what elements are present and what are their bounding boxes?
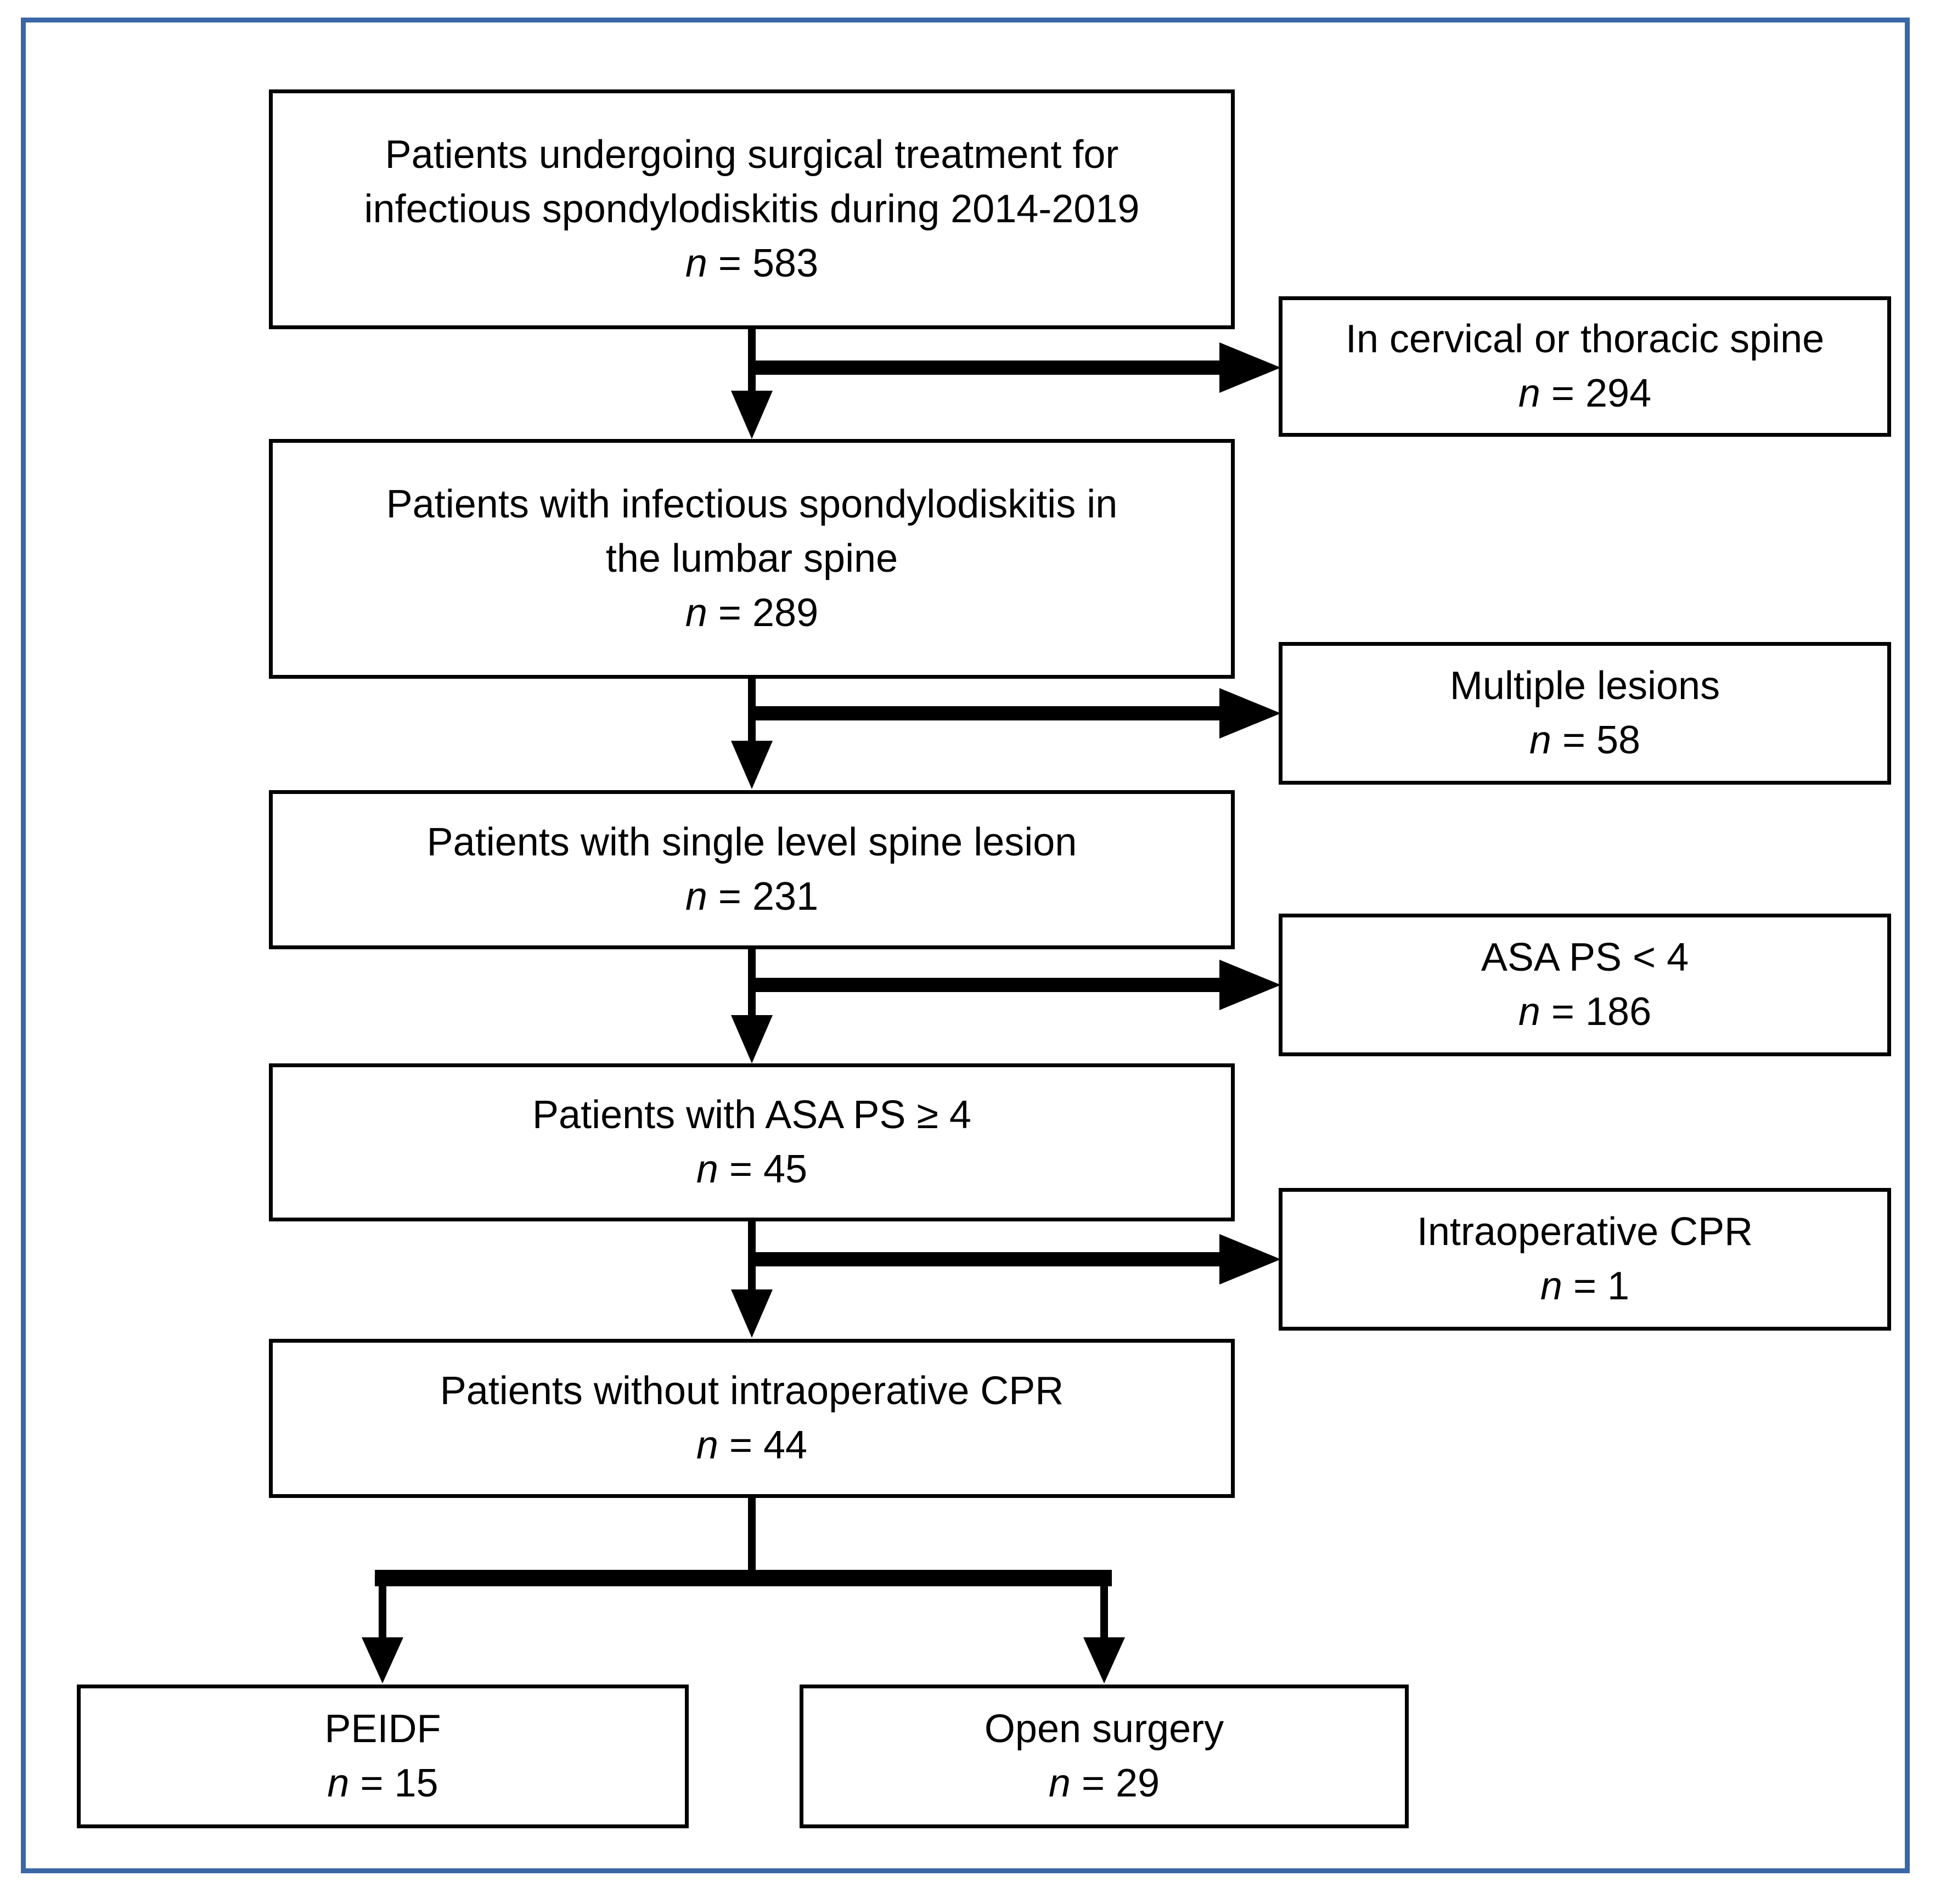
box-count: n = 294 [1518, 371, 1652, 415]
box-label: ASA PS < 4 [1481, 936, 1689, 980]
box-outcome-peidf: PEIDF n = 15 [77, 1685, 689, 1828]
box-label: Patients with infectious spondylodiskiti… [386, 482, 1118, 527]
box-label: Multiple lesions [1449, 664, 1720, 708]
arrow-box3-to-box4 [731, 948, 773, 1063]
box-label: Patients with single level spine lesion [426, 820, 1077, 865]
figure-border [21, 18, 1910, 1873]
arrow-box3-to-exclusion-asa-lt4 [748, 960, 1281, 1010]
box-count: n = 289 [685, 590, 819, 635]
box-count: n = 29 [1048, 1761, 1160, 1805]
box-count: n = 58 [1529, 718, 1641, 762]
box-single-level-lesion: Patients with single level spine lesion … [269, 790, 1235, 949]
box-count: n = 231 [685, 875, 819, 919]
box-count: n = 15 [327, 1761, 438, 1805]
arrow-box2-to-exclusion-multiple-lesions [748, 688, 1281, 739]
box-label: Intraoperative CPR [1416, 1210, 1753, 1254]
box-label: PEIDF [324, 1707, 441, 1751]
box-outcome-open-surgery: Open surgery n = 29 [800, 1685, 1409, 1828]
box-label: Patients without intraoperative CPR [440, 1369, 1064, 1413]
box-count: n = 1 [1540, 1264, 1630, 1308]
arrow-box2-to-box3 [731, 678, 773, 789]
box-exclusion-intraoperative-cpr: Intraoperative CPR n = 1 [1279, 1188, 1891, 1331]
box-count: n = 583 [685, 241, 819, 285]
arrow-box1-to-exclusion-cervical [748, 342, 1281, 393]
box-asa-ps-ge-4: Patients with ASA PS ≥ 4 n = 45 [269, 1063, 1235, 1221]
box-label: Patients undergoing surgical treatment f… [385, 133, 1119, 177]
box-exclusion-asa-lt-4: ASA PS < 4 n = 186 [1279, 914, 1891, 1056]
arrow-box1-to-box2 [731, 328, 773, 439]
arrow-box5-split [362, 1497, 1125, 1683]
box-label: infectious spondylodiskitis during 2014-… [364, 187, 1140, 232]
box-label: In cervical or thoracic spine [1345, 317, 1825, 362]
box-count: n = 44 [696, 1423, 808, 1467]
box-exclusion-multiple-lesions: Multiple lesions n = 58 [1279, 642, 1891, 785]
box-count: n = 45 [696, 1147, 808, 1191]
box-label: the lumbar spine [605, 537, 898, 581]
box-label: Patients with ASA PS ≥ 4 [532, 1093, 971, 1137]
arrow-box4-to-box5 [731, 1220, 773, 1338]
box-without-intraoperative-cpr: Patients without intraoperative CPR n = … [269, 1339, 1235, 1498]
box-count: n = 186 [1518, 990, 1652, 1034]
box-label: Open surgery [984, 1707, 1224, 1751]
box-exclusion-cervical-thoracic: In cervical or thoracic spine n = 294 [1279, 296, 1891, 437]
arrow-box4-to-exclusion-intraop-cpr [748, 1234, 1281, 1285]
box-lumbar-spine: Patients with infectious spondylodiskiti… [269, 439, 1235, 679]
box-surgical-treatment: Patients undergoing surgical treatment f… [269, 89, 1235, 329]
